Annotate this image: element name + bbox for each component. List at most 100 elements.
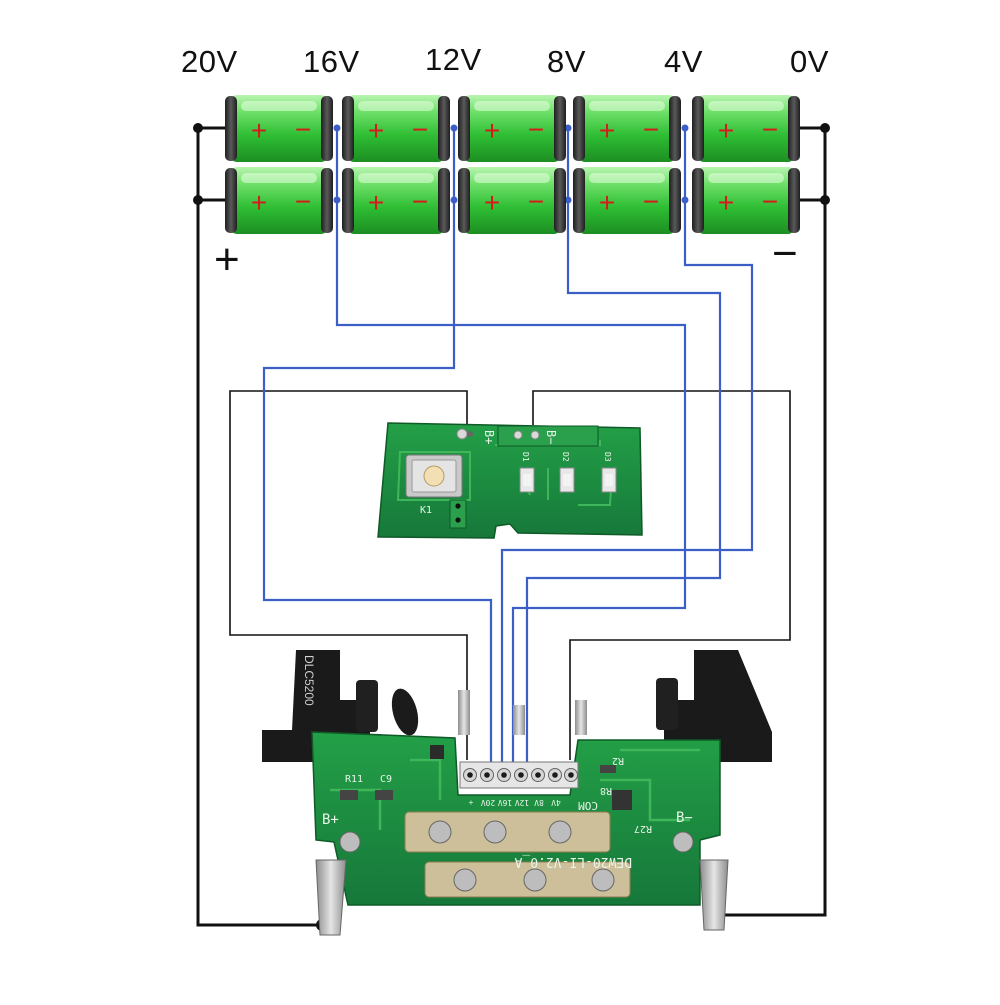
indicator-wires	[229, 390, 791, 760]
connector-hole	[455, 517, 461, 523]
led-lens	[605, 474, 613, 486]
main-bminus-label: B−	[676, 810, 693, 826]
sense-wire-16v	[335, 128, 687, 765]
cell-cap	[458, 168, 470, 233]
component-label: R2	[612, 755, 624, 766]
cell-minus-sign: −	[643, 186, 659, 217]
led-label: D3	[603, 452, 612, 462]
cell-plus-sign: +	[368, 115, 384, 146]
cell-cap	[438, 168, 450, 233]
pin-hole-center	[552, 772, 558, 778]
battery-cells: +−+−+−+−+−+−+−+−+−+−	[225, 95, 800, 234]
indicator-bminus-label: B−	[544, 430, 558, 444]
battery-cell: +−	[225, 167, 333, 234]
bminus-terminal-blade	[699, 859, 729, 931]
cell-cap	[669, 168, 681, 233]
cell-minus-sign: −	[295, 186, 311, 217]
component-label: R8	[600, 785, 612, 796]
standoff-post	[656, 678, 678, 730]
battery-cell: +−	[342, 167, 450, 234]
sense-wire-8v	[525, 128, 722, 765]
cell-body	[579, 95, 675, 162]
pin-label: +	[468, 798, 473, 807]
cell-cap	[554, 168, 566, 233]
indicator-bplus-wire	[229, 390, 468, 760]
screw	[523, 868, 547, 892]
led-label: D1	[521, 452, 530, 462]
smd-component	[375, 790, 393, 800]
battery-cell: +−	[573, 95, 681, 162]
cell-highlight	[241, 173, 317, 183]
main-board: DLC5200	[262, 650, 772, 936]
voltage-label-12v: 12V	[425, 42, 482, 77]
connector-hole	[455, 503, 461, 509]
right-clip	[664, 650, 772, 762]
main-bplus-label: B+	[322, 812, 339, 828]
cell-cap	[573, 96, 585, 161]
cell-body	[698, 167, 794, 234]
cell-plus-sign: +	[484, 187, 500, 218]
cell-body	[579, 167, 675, 234]
cell-plus-sign: +	[599, 115, 615, 146]
sense-wire-12v	[262, 128, 493, 765]
indicator-bplus-label: B+	[482, 430, 496, 444]
smd-component	[430, 745, 444, 759]
cell-highlight	[474, 173, 550, 183]
battery-cell: +−	[458, 95, 566, 162]
smd-component	[600, 765, 616, 773]
pin-label: 16V	[498, 798, 513, 807]
pin-holes	[463, 768, 578, 782]
bminus-pad	[513, 430, 523, 440]
component-label: R11	[345, 774, 363, 785]
pin-label: 4V	[551, 798, 561, 807]
cell-highlight	[358, 173, 434, 183]
pin-label: 12V	[515, 798, 530, 807]
screw	[483, 820, 507, 844]
cell-cap	[788, 168, 800, 233]
board-model-silkscreen: DEW20-LI-V2.0_A	[514, 854, 632, 869]
cell-highlight	[708, 101, 784, 111]
screw	[453, 868, 477, 892]
sense-dot	[681, 196, 689, 204]
sense-dot	[333, 196, 341, 204]
cell-cap	[692, 96, 704, 161]
cell-highlight	[589, 101, 665, 111]
sense-wire-4v	[500, 128, 754, 765]
pin-label: 8V	[534, 798, 544, 807]
screw	[428, 820, 452, 844]
cell-cap	[573, 168, 585, 233]
pin-hole-center	[501, 772, 507, 778]
cell-plus-sign: +	[718, 115, 734, 146]
cell-body	[348, 167, 444, 234]
led-lens	[523, 474, 531, 486]
cell-minus-sign: −	[528, 186, 544, 217]
capacitor	[391, 688, 419, 736]
cell-cap	[321, 96, 333, 161]
cell-cap	[788, 96, 800, 161]
voltage-label-16v: 16V	[303, 44, 360, 79]
voltage-label-4v: 4V	[664, 44, 703, 79]
switch-label: K1	[420, 505, 432, 516]
battery-cell: +−	[225, 95, 333, 162]
cell-plus-sign: +	[599, 187, 615, 218]
pack-positive-wire	[196, 126, 225, 202]
cell-cap	[342, 168, 354, 233]
cell-minus-sign: −	[295, 114, 311, 145]
cell-minus-sign: −	[762, 114, 778, 145]
led-lens	[563, 474, 571, 486]
terminal-pin	[458, 690, 470, 735]
cell-cap	[669, 96, 681, 161]
connector-pad	[449, 499, 467, 529]
cell-highlight	[708, 173, 784, 183]
cell-minus-sign: −	[412, 114, 428, 145]
pin-label: 20V	[481, 798, 496, 807]
sense-dot	[333, 124, 341, 132]
cell-body	[231, 95, 327, 162]
com-label: COM	[578, 799, 598, 812]
component-label: R27	[634, 823, 652, 834]
